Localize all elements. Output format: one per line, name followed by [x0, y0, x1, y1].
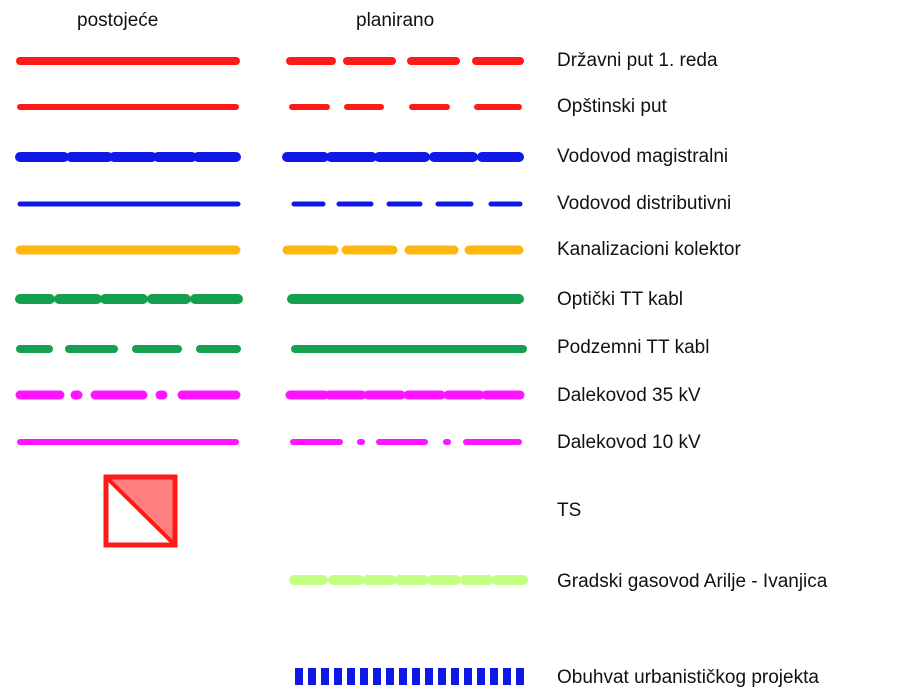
label-drzavni-put: Državni put 1. reda [557, 50, 718, 71]
label-dalekovod-35kv: Dalekovod 35 kV [557, 385, 701, 406]
label-vodovod-distributivni: Vodovod distributivni [557, 193, 732, 214]
label-dalekovod-10kv: Dalekovod 10 kV [557, 432, 701, 453]
obuhvat-block-10 [425, 668, 433, 685]
obuhvat-block-3 [334, 668, 342, 685]
obuhvat-block-12 [451, 668, 459, 685]
obuhvat-block-9 [412, 668, 420, 685]
obuhvat-block-6 [373, 668, 381, 685]
obuhvat-block-0 [295, 668, 303, 685]
label-kanalizacioni-kolektor: Kanalizacioni kolektor [557, 239, 741, 260]
header-existing: postojeće [77, 10, 159, 31]
obuhvat-block-17 [516, 668, 524, 685]
obuhvat-block-14 [477, 668, 485, 685]
obuhvat-block-5 [360, 668, 368, 685]
label-vodovod-magistralni: Vodovod magistralni [557, 146, 729, 167]
ts-symbol-diagonal [104, 475, 177, 547]
obuhvat-block-7 [386, 668, 394, 685]
obuhvat-block-15 [490, 668, 498, 685]
label-opstinski-put: Opštinski put [557, 96, 667, 117]
label-ts: TS [557, 500, 582, 521]
obuhvat-block-16 [503, 668, 511, 685]
obuhvat-block-2 [321, 668, 329, 685]
obuhvat-block-8 [399, 668, 407, 685]
obuhvat-block-11 [438, 668, 446, 685]
obuhvat-block-1 [308, 668, 316, 685]
label-obuhvat: Obuhvat urbanističkog projekta [557, 667, 819, 688]
label-podzemni-tt-kabl: Podzemni TT kabl [557, 337, 710, 358]
ts-symbol-box [103, 474, 178, 548]
label-opticki-tt-kabl: Optički TT kabl [557, 289, 684, 310]
label-gradski-gasovod: Gradski gasovod Arilje - Ivanjica [557, 571, 828, 592]
obuhvat-block-13 [464, 668, 472, 685]
header-planned: planirano [356, 10, 435, 31]
obuhvat-block-4 [347, 668, 355, 685]
